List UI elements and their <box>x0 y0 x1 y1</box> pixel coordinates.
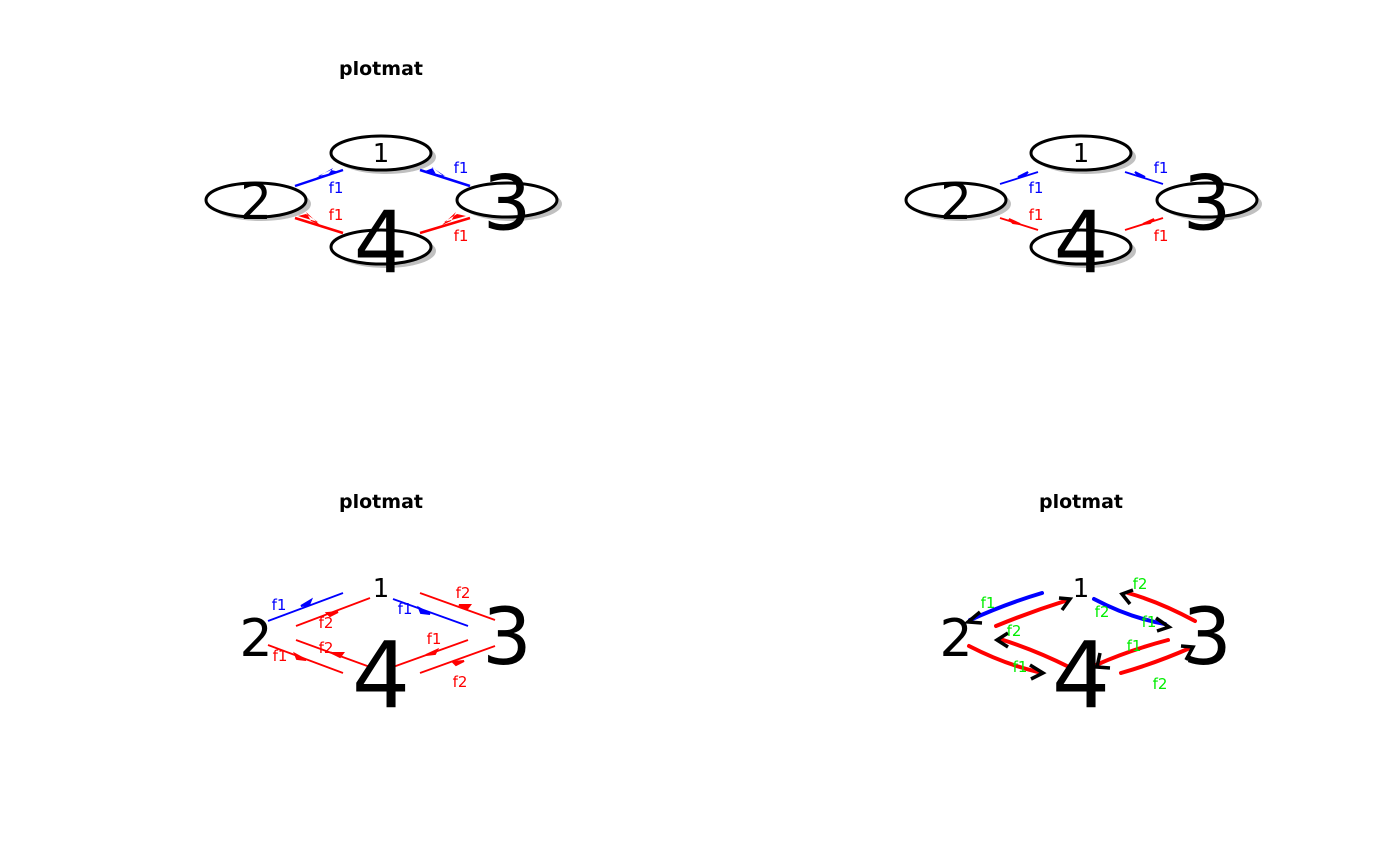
panel-title: plotmat <box>339 58 423 80</box>
edge-4-3 <box>1119 646 1192 675</box>
edge-label: f1 <box>981 594 996 612</box>
edge-label: f2 <box>319 639 334 657</box>
edge-label: f2 <box>1095 603 1110 621</box>
arrowhead <box>1180 644 1196 661</box>
node-label-2: 2 <box>939 609 972 669</box>
node-label-4: 4 <box>1052 623 1111 730</box>
arrowhead <box>963 610 983 625</box>
edge-2-4 <box>967 644 1040 674</box>
edge-1-2 <box>999 171 1039 185</box>
edge-1-3 <box>1124 171 1164 185</box>
arrowhead <box>417 605 431 615</box>
arrowhead <box>298 212 320 225</box>
arrowhead <box>993 631 1009 649</box>
node-label-1: 1 <box>1073 574 1090 604</box>
arrowhead <box>425 647 440 656</box>
node-label-4: 4 <box>352 623 411 730</box>
arrowhead <box>450 660 465 667</box>
node-3 <box>455 181 559 219</box>
edge-label: f1 <box>398 600 413 618</box>
panel-4: plotmat 1 2 3 4 f1 f2 f1 <box>939 491 1231 730</box>
edge-label: f1 <box>454 159 469 177</box>
arrowhead <box>300 597 314 607</box>
edge-label: f2 <box>453 673 468 691</box>
edge-label: f2 <box>319 614 334 632</box>
edge-1-2 <box>267 592 344 622</box>
edge-label: f1 <box>454 227 469 245</box>
edge-1-3 <box>392 598 469 627</box>
node-label-1: 1 <box>373 574 390 604</box>
edge-label: f1 <box>1154 227 1169 245</box>
node-label-2: 2 <box>239 609 272 669</box>
panel-3: plotmat 1 2 3 4 f1 f2 f1 f2 f2 <box>239 491 531 730</box>
panel-title: plotmat <box>339 491 423 513</box>
edge-3-1 <box>419 592 496 621</box>
node-4 <box>329 228 433 266</box>
edge-label: f1 <box>273 647 288 665</box>
arrowhead <box>1058 596 1074 612</box>
edge-2-4 <box>294 216 344 235</box>
edge-4-3 <box>419 645 496 674</box>
edge-label: f1 <box>329 206 344 224</box>
edge-1-3 <box>419 168 471 188</box>
node-label-4: 4 <box>354 193 409 293</box>
edge-label: f1 <box>1142 613 1157 631</box>
node-1 <box>1029 134 1133 172</box>
edge-label: f1 <box>272 596 287 614</box>
arrowhead <box>331 652 345 659</box>
node-label-3: 3 <box>482 593 532 683</box>
panel-2: 1 2 3 4 f1 f1 f1 f1 <box>904 134 1262 293</box>
edge-3-1 <box>1126 591 1197 623</box>
node-label-1: 1 <box>373 139 390 169</box>
edge-label: f1 <box>1127 637 1142 655</box>
arrowhead <box>316 168 340 178</box>
arrowhead <box>458 604 472 611</box>
node-2 <box>904 181 1008 219</box>
node-label-1: 1 <box>1073 139 1090 169</box>
edge-3-4 <box>1094 638 1170 667</box>
edge-label: f1 <box>1013 658 1028 676</box>
node-4 <box>1029 228 1133 266</box>
node-label-3: 3 <box>1182 593 1232 683</box>
edge-label: f1 <box>1029 179 1044 197</box>
edge-label: f1 <box>1154 159 1169 177</box>
arrowhead <box>1142 218 1155 225</box>
node-label-2: 2 <box>240 173 272 231</box>
arrowhead <box>324 611 339 618</box>
arrowhead <box>1029 663 1047 681</box>
edge-1-3 <box>1092 597 1167 626</box>
node-2 <box>204 181 308 219</box>
arrowhead <box>293 651 307 661</box>
arrowhead <box>1134 171 1146 178</box>
panel-title: plotmat <box>1039 491 1123 513</box>
edge-label: f1 <box>329 179 344 197</box>
edge-4-2 <box>998 637 1071 669</box>
arrowhead <box>1008 218 1021 225</box>
edge-label: f2 <box>1007 622 1022 640</box>
arrowhead <box>1119 588 1134 606</box>
edge-label: f2 <box>1153 675 1168 693</box>
node-label-3: 3 <box>1183 159 1231 248</box>
node-3 <box>1155 181 1259 219</box>
node-label-3: 3 <box>483 159 531 248</box>
edge-label: f1 <box>1029 206 1044 224</box>
panel-1: plotmat 1 2 3 4 f1 f1 f1 f1 <box>204 58 562 293</box>
edge-3-4 <box>419 216 471 235</box>
node-1 <box>329 134 433 172</box>
arrowhead <box>425 167 446 178</box>
edge-label: f2 <box>1133 575 1148 593</box>
arrowhead <box>442 212 466 225</box>
edge-label: f1 <box>427 630 442 648</box>
node-label-4: 4 <box>1054 193 1109 293</box>
edge-label: f2 <box>456 584 471 602</box>
edge-2-1 <box>994 599 1067 628</box>
arrowhead <box>1094 652 1111 670</box>
node-label-2: 2 <box>940 173 972 231</box>
arrowhead <box>1017 171 1029 178</box>
arrowhead <box>1155 616 1173 633</box>
